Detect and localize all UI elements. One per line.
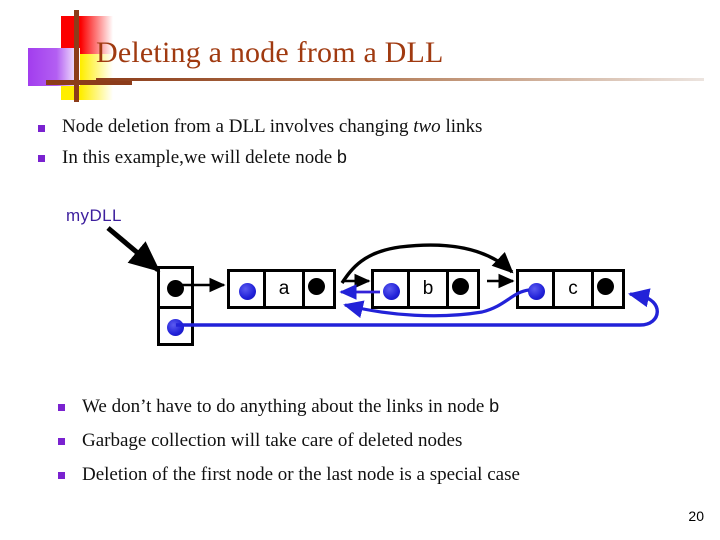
bullet-text-pre: Deletion of the first node or the last n…	[82, 464, 520, 485]
bullet-square-icon	[58, 472, 65, 479]
node-b-value: b	[422, 278, 434, 299]
node-c-next-dot-icon	[597, 278, 614, 295]
node-b-divider-2	[446, 272, 449, 306]
logo-purple-square	[28, 48, 80, 86]
node-a-next-dot-icon	[308, 278, 325, 295]
bullet-text-emphasis: b	[336, 147, 347, 167]
node-a-divider-2	[302, 272, 305, 306]
diagram-list-label: myDLL	[66, 206, 122, 225]
bullet-text-pre: We don’t have to do anything about the l…	[82, 396, 490, 417]
header-box	[157, 266, 194, 346]
node-b-next-dot-icon	[452, 278, 469, 295]
node-a-divider-1	[263, 272, 266, 306]
bullet-text: We don’t have to do anything about the l…	[82, 394, 499, 419]
page-title: Deleting a node from a DLL	[96, 36, 444, 69]
bullet-square-icon	[58, 438, 65, 445]
bullet-text-emphasis: two	[413, 116, 441, 137]
bullet-text-post: links	[440, 116, 483, 137]
bullet-item-top-1: Node deletion from a DLL involves changi…	[38, 115, 482, 139]
bullet-square-icon	[38, 125, 45, 132]
node-a-box: a	[227, 269, 336, 309]
node-c-divider-2	[591, 272, 594, 306]
slide-logo-mark	[28, 10, 132, 102]
node-c-box: c	[516, 269, 625, 309]
header-first-pointer-dot-icon	[167, 280, 184, 297]
header-cell-divider	[160, 306, 191, 309]
bullet-text-pre: Garbage collection will take care of del…	[82, 430, 463, 451]
bullet-text-pre: Node deletion from a DLL involves changi…	[62, 116, 414, 137]
bullet-item-bottom-3: Deletion of the first node or the last n…	[58, 462, 520, 487]
bullet-text: Deletion of the first node or the last n…	[82, 462, 520, 487]
node-c-prev-dot-icon	[528, 283, 545, 300]
bullet-text: Garbage collection will take care of del…	[82, 428, 462, 453]
page-number: 20	[688, 508, 704, 524]
node-c-divider-1	[552, 272, 555, 306]
bullet-square-icon	[38, 155, 45, 162]
node-a-value: a	[278, 278, 290, 299]
node-c-value: c	[568, 278, 578, 299]
header-last-pointer-dot-icon	[167, 319, 184, 336]
logo-vertical-bar	[74, 10, 79, 102]
bullet-text-pre: In this example,we will delete node	[62, 147, 337, 168]
logo-horizontal-bar	[46, 80, 132, 85]
title-underline-rule	[96, 78, 704, 81]
bullet-text: In this example,we will delete node b	[62, 145, 347, 170]
link-mydll-label-arrow	[106, 226, 161, 272]
bullet-item-bottom-1: We don’t have to do anything about the l…	[58, 394, 499, 419]
node-b-prev-dot-icon	[383, 283, 400, 300]
node-b-box: b	[371, 269, 480, 309]
bullet-item-top-2: In this example,we will delete node b	[38, 145, 347, 170]
node-a-prev-dot-icon	[239, 283, 256, 300]
bullet-square-icon	[58, 404, 65, 411]
bullet-text-emphasis: b	[489, 396, 500, 416]
bullet-item-bottom-2: Garbage collection will take care of del…	[58, 428, 462, 453]
bullet-text: Node deletion from a DLL involves changi…	[62, 115, 482, 139]
